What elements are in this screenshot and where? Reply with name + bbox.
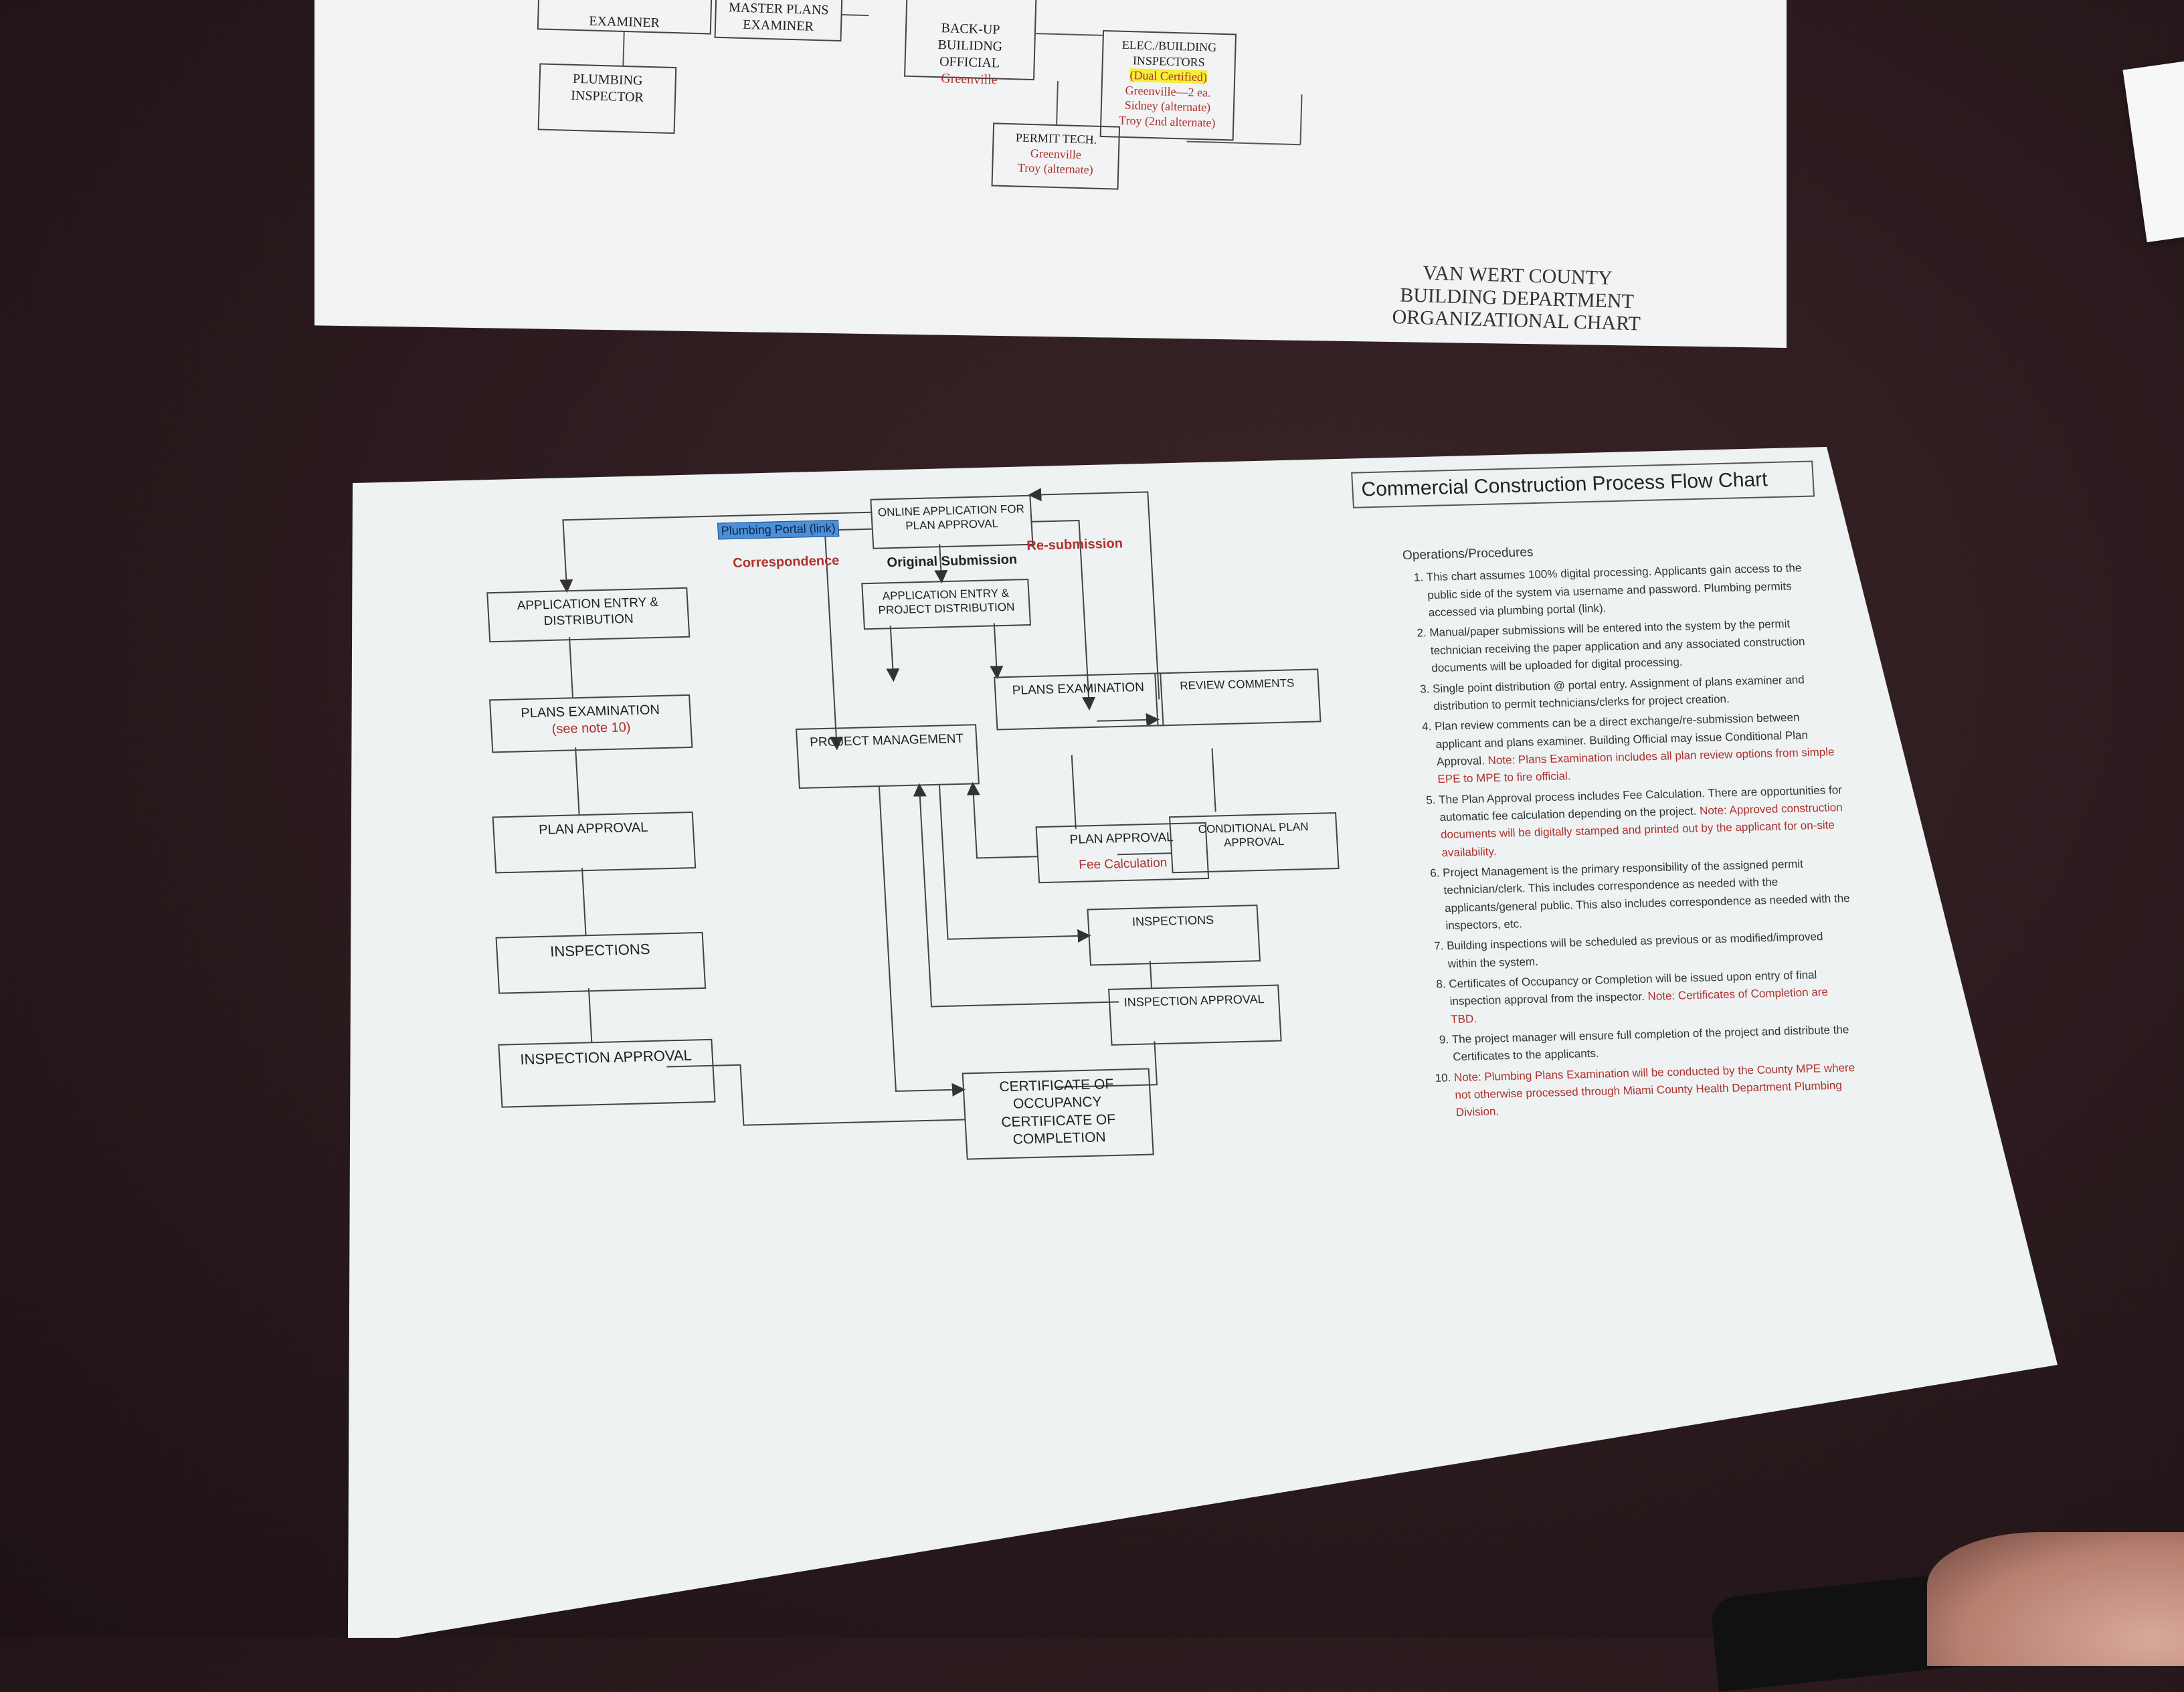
permit-tech-box: PERMIT TECH. Greenville Troy (alternate) xyxy=(991,122,1121,190)
operation-item-7: Building inspections will be scheduled a… xyxy=(1446,927,1853,973)
flow-chart-connectors xyxy=(559,488,1216,1126)
dual-certified-highlight: (Dual Certified) xyxy=(1129,68,1208,84)
flow-chart-plane: Plumbing Portal (link) Commercial Constr… xyxy=(353,447,1881,1489)
resubmission-label: Re-submission xyxy=(1026,536,1123,553)
left-inspection-approval-box: INSPECTION APPROVAL xyxy=(498,1038,716,1108)
project-management-box: PROJECT MANAGEMENT xyxy=(796,724,980,789)
inspections-label: INSPECTIONS xyxy=(1131,913,1214,929)
org-chart-sheet: EXAMINER PLUMBING INSPECTOR MASTER PLANS… xyxy=(314,0,1787,348)
op-text-2: Manual/paper submissions will be entered… xyxy=(1429,618,1805,675)
op-text-1: This chart assumes 100% digital processi… xyxy=(1426,561,1802,620)
project-management-label: PROJECT MANAGEMENT xyxy=(809,731,964,750)
review-comments-box: REVIEW COMMENTS xyxy=(1154,668,1322,727)
backup-official-box: BACK-UP BUILIDNG OFFICIAL Greenville xyxy=(904,0,1037,88)
left-plan-approval-label: PLAN APPROVAL xyxy=(538,820,648,838)
operations-list: This chart assumes 100% digital processi… xyxy=(1403,559,1861,1122)
operation-item-8: Certificates of Occupancy or Completion … xyxy=(1449,965,1857,1028)
op-text-9: The project manager will ensure full com… xyxy=(1451,1023,1849,1064)
op-note-4: Note: Plans Examination includes all pla… xyxy=(1437,745,1835,786)
online-application-box: ONLINE APPLICATION FOR PLAN APPROVAL xyxy=(870,494,1034,549)
hand-corner xyxy=(1927,1532,2184,1666)
org-chart-connectors xyxy=(622,14,1303,146)
inspection-approval-label: INSPECTION APPROVAL xyxy=(1123,992,1265,1010)
examiner-box: EXAMINER xyxy=(537,0,713,35)
elec-loc-3: Troy (2nd alternate) xyxy=(1118,113,1216,130)
plumbing-portal-link[interactable]: Plumbing Portal (link) xyxy=(717,519,840,540)
correspondence-label: Correspondence xyxy=(732,553,840,571)
application-entry-box: APPLICATION ENTRY & DISTRIBUTION xyxy=(486,587,691,643)
left-plans-exam-box: PLANS EXAMINATION (see note 10) xyxy=(488,694,693,753)
paper-edge-right xyxy=(2122,58,2184,243)
operation-item-10: Note: Plumbing Plans Examination will be… xyxy=(1453,1059,1861,1122)
app-entry-project-box: APPLICATION ENTRY & PROJECT DISTRIBUTION xyxy=(861,579,1032,630)
plumbing-inspector-box: PLUMBING INSPECTOR xyxy=(537,63,677,134)
left-inspection-approval-label: INSPECTION APPROVAL xyxy=(519,1046,693,1068)
left-inspections-label: INSPECTIONS xyxy=(549,940,651,960)
inspections-box: INSPECTIONS xyxy=(1087,905,1261,966)
operation-item-4: Plan review comments can be a direct exc… xyxy=(1434,708,1843,789)
org-chart-plane: EXAMINER PLUMBING INSPECTOR MASTER PLANS… xyxy=(314,0,1786,348)
original-submission-label: Original Submission xyxy=(886,552,1018,571)
plans-exam-label: PLANS EXAMINATION xyxy=(1012,680,1145,698)
backup-location: Greenville xyxy=(940,71,998,88)
operation-item-3: Single point distribution @ portal entry… xyxy=(1432,670,1839,716)
operation-item-9: The project manager will ensure full com… xyxy=(1451,1021,1859,1066)
elec-inspectors-box: ELEC./BUILDING INSPECTORS (Dual Certifie… xyxy=(1099,29,1237,141)
left-inspections-box: INSPECTIONS xyxy=(495,931,707,994)
op-note-10: Note: Plumbing Plans Examination will be… xyxy=(1453,1060,1855,1119)
certificate-line-4: COMPLETION xyxy=(1012,1129,1107,1147)
operation-item-5: The Plan Approval process includes Fee C… xyxy=(1438,781,1847,862)
inspection-approval-box: INSPECTION APPROVAL xyxy=(1108,984,1282,1046)
examiner-label: EXAMINER xyxy=(589,13,660,31)
master-plans-box: MASTER PLANS EXAMINER xyxy=(714,0,843,42)
plumbing-inspector-label-2: INSPECTOR xyxy=(570,88,644,105)
left-plan-approval-box: PLAN APPROVAL xyxy=(492,812,697,874)
conditional-plan-approval-box: CONDITIONAL PLAN APPROVAL xyxy=(1168,812,1340,874)
review-comments-label: REVIEW COMMENTS xyxy=(1179,676,1295,692)
county-org-chart-title: VAN WERT COUNTY BUILDING DEPARTMENT ORGA… xyxy=(1362,260,1672,337)
operation-item-1: This chart assumes 100% digital processi… xyxy=(1426,559,1834,622)
certificate-box: CERTIFICATE OF OCCUPANCY CERTIFICATE OF … xyxy=(962,1068,1154,1160)
op-text-3: Single point distribution @ portal entry… xyxy=(1432,672,1805,713)
permit-loc-2: Troy (alternate) xyxy=(1017,161,1093,177)
op-text-7: Building inspections will be scheduled a… xyxy=(1446,930,1823,970)
plans-exam-box: PLANS EXAMINATION xyxy=(994,672,1164,731)
master-plans-label-2: EXAMINER xyxy=(743,17,814,34)
operation-item-2: Manual/paper submissions will be entered… xyxy=(1429,614,1837,677)
operations-procedures: Operations/Procedures This chart assumes… xyxy=(1402,535,1862,1125)
operation-item-6: Project Management is the primary respon… xyxy=(1442,854,1851,935)
op-text-6: Project Management is the primary respon… xyxy=(1442,857,1851,933)
